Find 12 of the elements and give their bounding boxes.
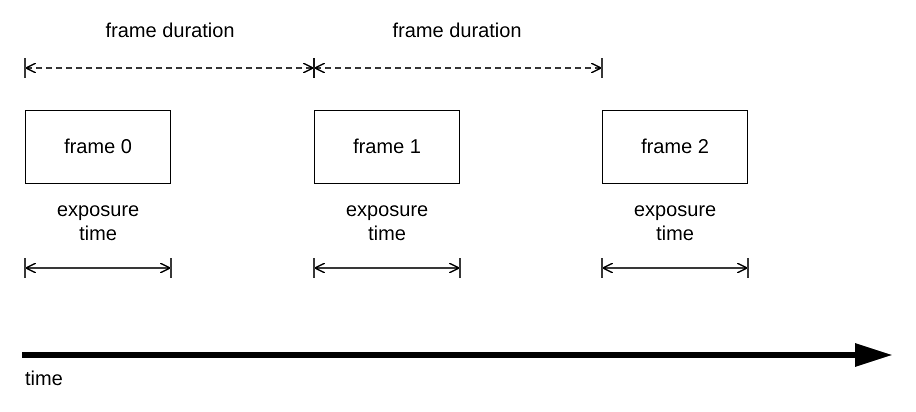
duration-label: exposure time [632,198,718,246]
duration-label: frame duration [392,20,522,43]
frame-box [602,110,748,184]
duration-label: exposure time [344,198,430,246]
duration-label: exposure time [56,198,140,246]
frame-label: frame 2 [641,136,709,158]
axis-label: time [25,368,63,391]
frame-label: frame 1 [353,136,421,158]
duration-label: frame duration [106,20,234,43]
frame-box [25,110,171,184]
frame-label: frame 0 [64,136,132,158]
frame-box [314,110,460,184]
